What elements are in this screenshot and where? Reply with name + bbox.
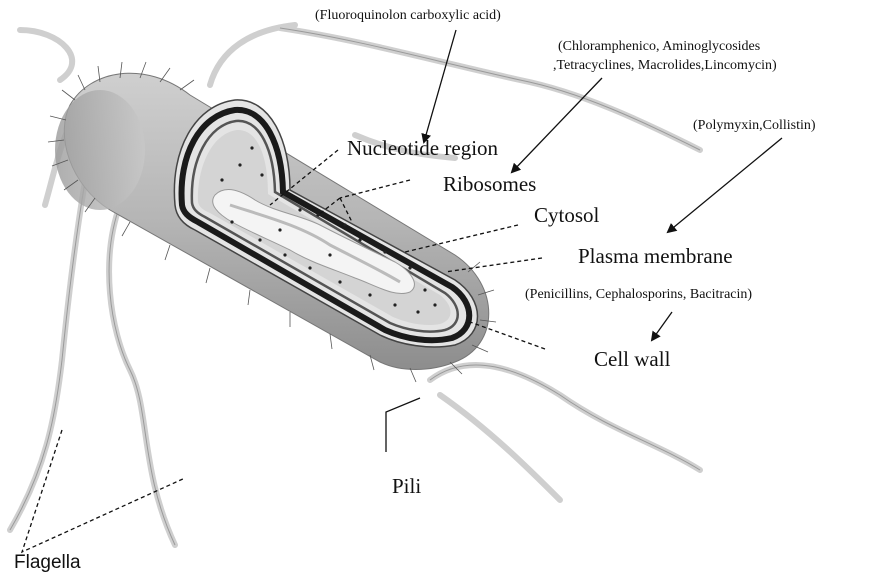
penicillins-arrow — [652, 312, 672, 340]
pili-label: Pili — [392, 474, 421, 499]
flagellum — [210, 25, 295, 85]
chloramphenico-label-line1: (Chloramphenico, Aminoglycosides — [558, 39, 760, 55]
flagella-label: Flagella — [14, 552, 81, 574]
ribosomes-label: Ribosomes — [443, 172, 536, 197]
flagellum — [440, 395, 560, 500]
cell-wall-label: Cell wall — [594, 347, 670, 372]
fluoroquinolon-label: (Fluoroquinolon carboxylic acid) — [315, 8, 501, 24]
flagellum — [109, 205, 175, 545]
cytosol-label: Cytosol — [534, 203, 599, 228]
pili-pointer — [386, 398, 420, 452]
chloramphenico-label-line2: ,Tetracyclines, Macrolides,Lincomycin) — [553, 58, 777, 74]
fluoroquinolon-arrow — [424, 30, 456, 142]
flagellum — [20, 30, 72, 80]
penicillins-label: (Penicillins, Cephalosporins, Bacitracin… — [525, 287, 752, 303]
polymyxin-arrow — [668, 138, 782, 232]
plasma-membrane-label: Plasma membrane — [578, 244, 733, 269]
polymyxin-label: (Polymyxin,Collistin) — [693, 118, 816, 134]
nucleotide-region-label: Nucleotide region — [347, 136, 498, 161]
cell-end-cap — [55, 90, 145, 210]
